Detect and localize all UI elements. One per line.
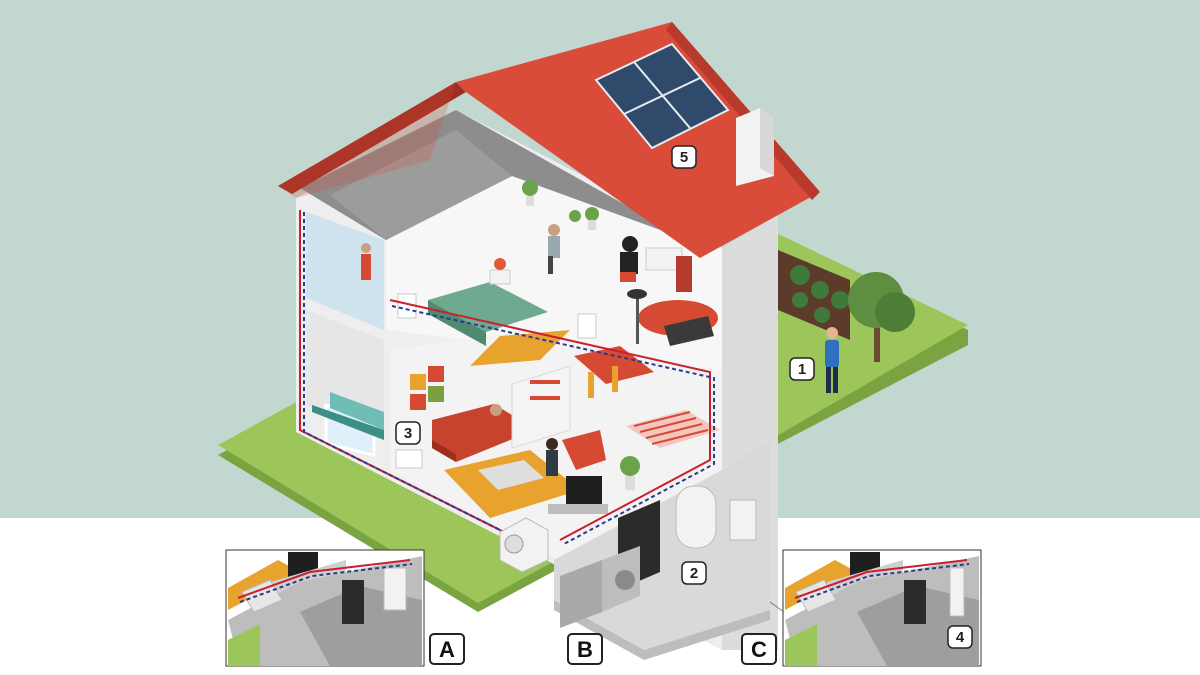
option-c-button[interactable]: C bbox=[741, 633, 777, 665]
option-a-button[interactable]: A bbox=[429, 633, 465, 665]
option-a-label: A bbox=[439, 637, 455, 662]
roof bbox=[278, 22, 820, 258]
upper-floor-people bbox=[361, 224, 560, 280]
garden-person bbox=[825, 327, 839, 393]
radiators bbox=[395, 293, 597, 469]
solar-panel bbox=[594, 42, 730, 150]
callout-4: 4 bbox=[947, 625, 973, 649]
utility-room bbox=[554, 440, 770, 660]
plants-upper bbox=[522, 180, 599, 230]
option-b-button[interactable]: B bbox=[567, 633, 603, 665]
callout-3: 3 bbox=[395, 421, 421, 445]
underfloor-heating bbox=[626, 410, 720, 448]
art-frames bbox=[410, 366, 444, 410]
callout-1-label: 1 bbox=[798, 361, 806, 378]
garden bbox=[778, 250, 915, 362]
heat-pump-unit bbox=[499, 517, 549, 573]
callout-3-label: 3 bbox=[404, 425, 412, 442]
living-room bbox=[432, 404, 608, 518]
heating-pipes bbox=[299, 210, 715, 553]
callout-5-label: 5 bbox=[680, 149, 688, 166]
option-b-label: B bbox=[577, 637, 593, 662]
callout-1: 1 bbox=[789, 357, 815, 381]
option-c-label: C bbox=[751, 637, 767, 662]
callout-4-label: 4 bbox=[956, 629, 965, 646]
callout-2: 2 bbox=[681, 561, 707, 585]
study bbox=[620, 236, 718, 346]
callout-5: 5 bbox=[671, 145, 697, 169]
inset-option-c bbox=[782, 549, 982, 667]
connector-line bbox=[769, 601, 785, 613]
callout-2-label: 2 bbox=[690, 565, 698, 582]
inset-option-a bbox=[225, 549, 425, 667]
bathroom bbox=[306, 212, 384, 330]
chimney bbox=[736, 108, 774, 186]
dining-room bbox=[511, 346, 654, 449]
plant-lower bbox=[620, 456, 640, 490]
